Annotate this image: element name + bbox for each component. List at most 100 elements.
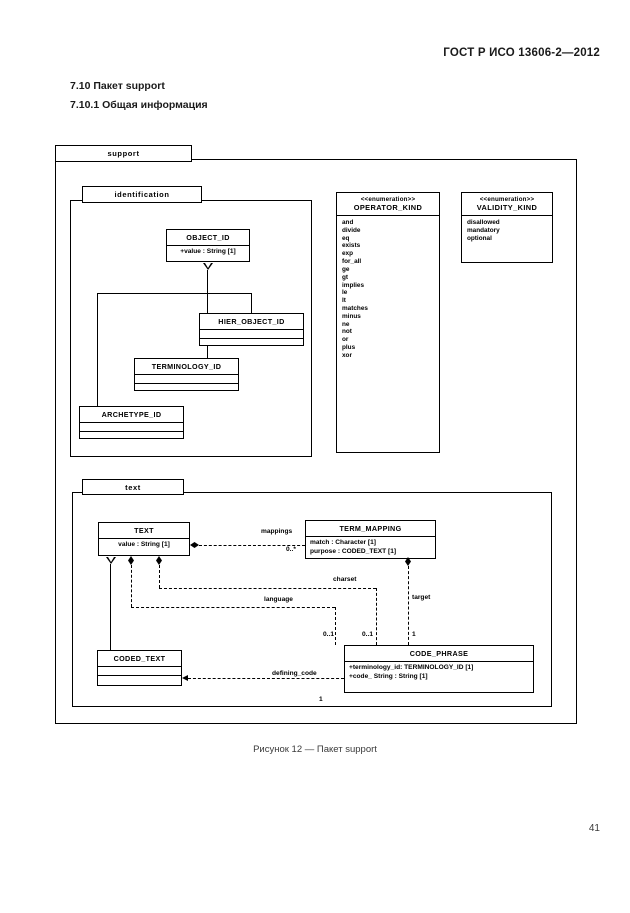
enum-literal: optional <box>467 234 492 242</box>
association-label-target: target <box>412 594 431 601</box>
class-coded-text-operations <box>98 676 181 685</box>
association-multiplicity-language: 0..1 <box>323 631 334 638</box>
class-terminology-id-name: TERMINOLOGY_ID <box>135 359 238 375</box>
enum-literal: ne <box>342 320 350 328</box>
aggregation-diamond-language <box>128 556 134 565</box>
class-terminology-id-operations <box>135 384 238 393</box>
association-multiplicity-target: 1 <box>412 631 416 638</box>
class-code-phrase-attributes: +terminology_id: TERMINOLOGY_ID [1] +cod… <box>345 662 533 684</box>
association-line-mappings <box>199 545 305 546</box>
standard-designation: ГОСТ Р ИСО 13606-2—2012 <box>443 47 600 59</box>
enumeration-operator-kind: <<enumeration>> OPERATOR_KIND and divide… <box>336 192 440 453</box>
association-label-charset: charset <box>333 576 357 583</box>
class-code-phrase-name: CODE_PHRASE <box>345 646 533 662</box>
enum-literal: exp <box>342 250 354 258</box>
generalization-bus <box>97 293 252 295</box>
class-archetype-id-operations <box>80 432 183 441</box>
enumeration-validity-kind-header: <<enumeration>> VALIDITY_KIND <box>462 193 552 216</box>
package-support-frame <box>55 159 577 724</box>
attribute-row: +terminology_id: TERMINOLOGY_ID [1] <box>349 664 474 671</box>
class-hier-object-id-name: HIER_OBJECT_ID <box>200 314 303 330</box>
enumeration-operator-kind-header: <<enumeration>> OPERATOR_KIND <box>337 193 439 216</box>
association-line-charset-vertical <box>159 565 160 588</box>
generalization-arrow-object-id <box>203 263 213 270</box>
class-coded-text: CODED_TEXT <box>97 650 182 686</box>
class-object-id: OBJECT_ID +value : String [1] <box>166 229 250 262</box>
generalization-arrow-coded-text <box>106 557 116 564</box>
figure-caption: Рисунок 12 — Пакет support <box>253 744 377 755</box>
package-text-frame <box>72 492 552 707</box>
aggregation-diamond-mappings <box>190 542 199 548</box>
enumeration-validity-kind: <<enumeration>> VALIDITY_KIND disallowed… <box>461 192 553 263</box>
association-line-language-drop <box>335 607 336 645</box>
class-coded-text-attributes <box>98 667 181 676</box>
generalization-line-coded-text <box>110 564 112 650</box>
association-multiplicity-defining-code: 1 <box>319 696 323 703</box>
class-terminology-id: TERMINOLOGY_ID <box>134 358 239 391</box>
package-support-tab: support <box>55 145 192 162</box>
enum-literal: plus <box>342 344 356 351</box>
class-archetype-id-attributes <box>80 423 183 432</box>
association-arrow-defining-code <box>182 675 188 681</box>
enumeration-operator-kind-name: OPERATOR_KIND <box>353 203 423 212</box>
association-line-defining-code <box>188 678 344 679</box>
association-label-defining-code: defining_code <box>272 670 317 677</box>
class-term-mapping: TERM_MAPPING match : Character [1] purpo… <box>305 520 436 559</box>
enum-literal: xor <box>342 351 352 359</box>
class-hier-object-id-attributes <box>200 330 303 339</box>
association-line-target <box>408 566 409 645</box>
association-line-charset-horizontal <box>159 588 376 589</box>
enum-literal: matches <box>342 304 368 312</box>
package-identification-tab: identification <box>82 186 202 203</box>
association-line-language-vertical <box>131 565 132 607</box>
class-term-mapping-name: TERM_MAPPING <box>306 521 435 537</box>
attribute-row: +code_ String : String [1] <box>349 672 428 680</box>
enumeration-validity-kind-name: VALIDITY_KIND <box>476 203 538 212</box>
association-label-mappings: mappings <box>261 528 293 535</box>
association-label-language: language <box>264 596 293 603</box>
enum-literal: mandatory <box>467 226 500 234</box>
enum-literal: lt <box>342 297 346 305</box>
class-text-name: TEXT <box>99 523 189 539</box>
package-text-label: text <box>125 482 141 492</box>
attribute-row: match : Character [1] <box>310 539 376 546</box>
association-multiplicity-charset: 0..1 <box>362 631 373 638</box>
enum-literal: ge <box>342 265 350 273</box>
enum-literal: disallowed <box>467 219 500 226</box>
package-support-label: support <box>107 149 140 158</box>
page-number: 41 <box>588 823 600 834</box>
class-term-mapping-attributes: match : Character [1] purpose : CODED_TE… <box>306 537 435 559</box>
enumeration-validity-kind-literals: disallowed mandatory optional <box>462 216 552 245</box>
enum-literal: for_all <box>342 258 362 266</box>
class-object-id-attribute: +value : String [1] <box>180 248 236 255</box>
enum-literal: gt <box>342 273 349 281</box>
enum-literal: divide <box>342 226 361 234</box>
generalization-branch-archetype <box>97 293 99 406</box>
generalization-branch-hier <box>251 293 253 313</box>
generalization-stem <box>207 270 209 294</box>
association-line-charset-drop <box>376 588 377 645</box>
association-line-language-horizontal <box>131 607 335 608</box>
class-hier-object-id-operations <box>200 339 303 348</box>
enum-literal: le <box>342 289 348 297</box>
class-object-id-name: OBJECT_ID <box>167 230 249 246</box>
class-archetype-id: ARCHETYPE_ID <box>79 406 184 439</box>
class-terminology-id-attributes <box>135 375 238 384</box>
attribute-row: purpose : CODED_TEXT [1] <box>310 547 397 555</box>
class-code-phrase: CODE_PHRASE +terminology_id: TERMINOLOGY… <box>344 645 534 693</box>
association-multiplicity-mappings: 0..* <box>286 546 296 553</box>
clause-heading-7-10: 7.10 Пакет support <box>70 80 165 92</box>
aggregation-diamond-charset <box>156 556 162 565</box>
enum-literal: implies <box>342 281 365 289</box>
enum-literal: or <box>342 336 349 344</box>
class-coded-text-name: CODED_TEXT <box>98 651 181 667</box>
class-text-attribute: value : String [1] <box>118 541 170 548</box>
enumeration-operator-kind-stereotype: <<enumeration>> <box>360 196 416 203</box>
enum-literal: not <box>342 328 352 336</box>
class-hier-object-id: HIER_OBJECT_ID <box>199 313 304 346</box>
package-text-tab: text <box>82 479 184 495</box>
class-text: TEXT value : String [1] <box>98 522 190 556</box>
enum-literal: exists <box>342 242 361 250</box>
